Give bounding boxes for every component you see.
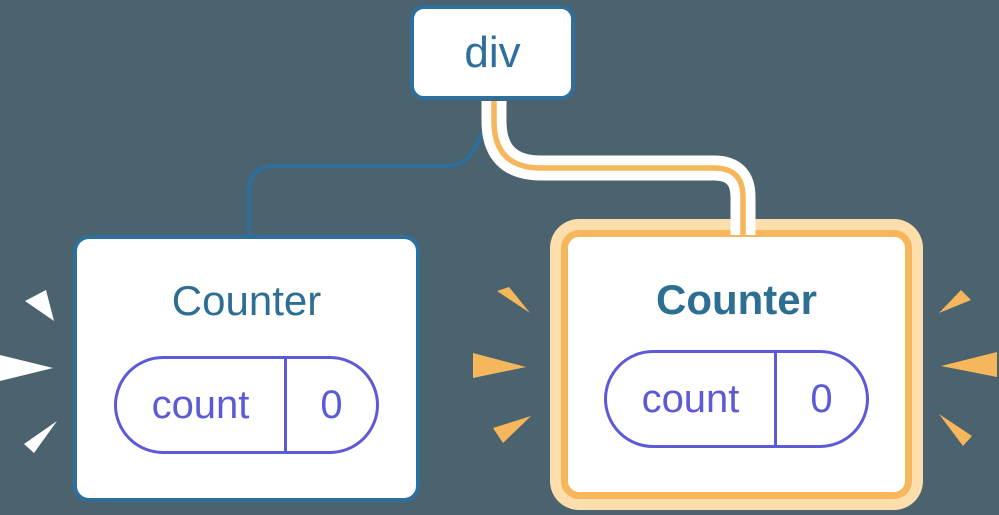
edge-to-left-counter bbox=[247, 100, 503, 237]
edge-to-right-counter-core bbox=[491, 101, 746, 235]
spark-icon bbox=[941, 352, 997, 377]
root-div-node-label: div bbox=[464, 27, 521, 77]
root-div-node: div bbox=[410, 5, 575, 100]
counter-card-right-title: Counter bbox=[656, 276, 817, 323]
spark-icon bbox=[939, 290, 971, 313]
state-pill-right: count 0 bbox=[604, 350, 869, 448]
state-value-left: 0 bbox=[320, 382, 343, 427]
spark-icon bbox=[939, 414, 972, 446]
spark-icon bbox=[497, 287, 530, 313]
spark-icon bbox=[24, 421, 57, 453]
spark-icon bbox=[0, 355, 53, 381]
counter-card-left-title: Counter bbox=[171, 277, 322, 324]
white-flash-sparks-icon bbox=[0, 290, 57, 453]
state-key-left: count bbox=[117, 359, 287, 451]
state-key-right: count bbox=[607, 353, 777, 445]
orange-flash-sparks-left-icon bbox=[473, 287, 531, 443]
counter-card-left: Counter count 0 bbox=[73, 235, 420, 502]
spark-icon bbox=[493, 416, 531, 443]
counter-card-right-highlighted: Counter count 0 bbox=[561, 230, 912, 499]
state-pill-left: count 0 bbox=[114, 356, 379, 454]
spark-icon bbox=[473, 353, 526, 378]
orange-flash-sparks-right-icon bbox=[939, 290, 997, 446]
edge-to-right-counter-casing bbox=[481, 101, 756, 235]
state-value-right: 0 bbox=[810, 376, 833, 421]
spark-icon bbox=[25, 290, 54, 321]
